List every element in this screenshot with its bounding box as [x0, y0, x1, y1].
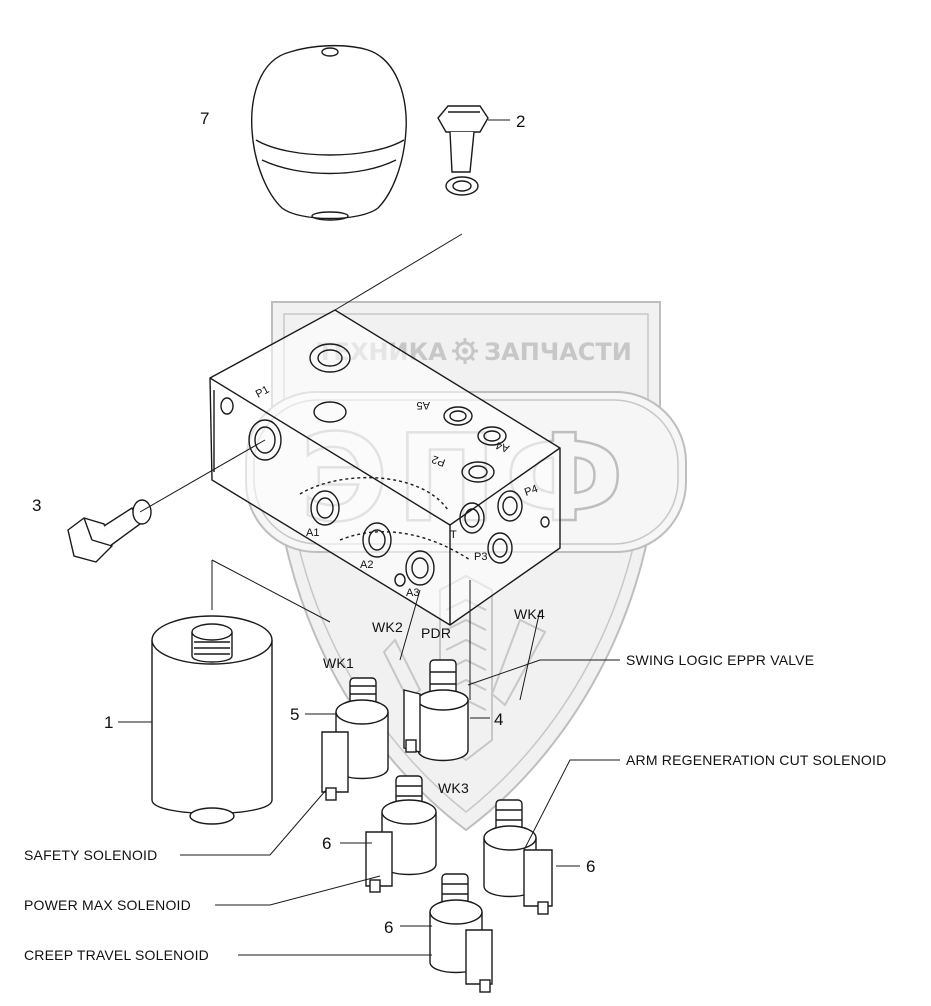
callout-6c: 6	[384, 918, 393, 937]
tag-pdr: PDR	[421, 625, 451, 641]
solenoid-creep	[429, 873, 493, 993]
port-a3: A3	[406, 587, 419, 599]
port-a5: A5	[417, 399, 430, 411]
callout-2: 2	[516, 112, 525, 131]
caption-swing-logic-eppr-valve: SWING LOGIC EPPR VALVE	[626, 652, 814, 668]
leader-lines	[118, 119, 620, 956]
filter-cartridge	[151, 615, 273, 825]
solenoid-pdr	[403, 659, 469, 762]
captions: SWING LOGIC EPPR VALVE ARM REGENERATION …	[24, 652, 886, 963]
callout-4: 4	[494, 710, 503, 729]
plug	[437, 105, 489, 196]
caption-safety-solenoid: SAFETY SOLENOID	[24, 847, 157, 863]
tag-wk4: WK4	[514, 606, 545, 622]
port-p4: P4	[523, 483, 540, 499]
port-t: T	[450, 529, 457, 541]
callout-numbers: 7 2 3 1 5 4 6 6 6	[32, 109, 595, 937]
port-a4: A4	[494, 439, 511, 455]
tag-wk3: WK3	[438, 780, 469, 796]
port-a1: A1	[306, 527, 319, 539]
tag-wk2: WK2	[372, 619, 403, 635]
callout-6a: 6	[322, 834, 331, 853]
bolt	[67, 499, 152, 563]
port-a2: A2	[360, 559, 373, 571]
caption-power-max-solenoid: POWER MAX SOLENOID	[24, 897, 191, 913]
caption-arm-regeneration-cut-solenoid: ARM REGENERATION CUT SOLENOID	[626, 752, 886, 768]
callout-1: 1	[104, 713, 113, 732]
watermark-word-right: ЗАПЧАСТИ	[484, 338, 632, 366]
callout-7: 7	[200, 109, 209, 128]
solenoid-wk3	[365, 775, 437, 893]
solenoid-tags: WK1 WK2 PDR WK4 WK3	[323, 606, 545, 796]
caption-creep-travel-solenoid: CREEP TRAVEL SOLENOID	[24, 947, 209, 963]
tag-wk1: WK1	[323, 655, 354, 671]
port-p1: P1	[254, 384, 272, 401]
port-labels: P1 A5 A4 P2 P4 A1 A2 A3 T P3	[254, 384, 540, 599]
callout-3: 3	[32, 496, 41, 515]
gear-icon	[452, 338, 478, 364]
solenoid-wk4	[483, 799, 553, 915]
accumulator	[251, 44, 407, 221]
callout-5: 5	[290, 705, 299, 724]
port-p3: P3	[474, 551, 487, 563]
valve-block	[209, 309, 561, 626]
solenoid-wk1	[321, 677, 389, 801]
watermark-shield-inner	[283, 313, 649, 813]
port-p2: P2	[430, 453, 447, 469]
callout-6b: 6	[586, 857, 595, 876]
